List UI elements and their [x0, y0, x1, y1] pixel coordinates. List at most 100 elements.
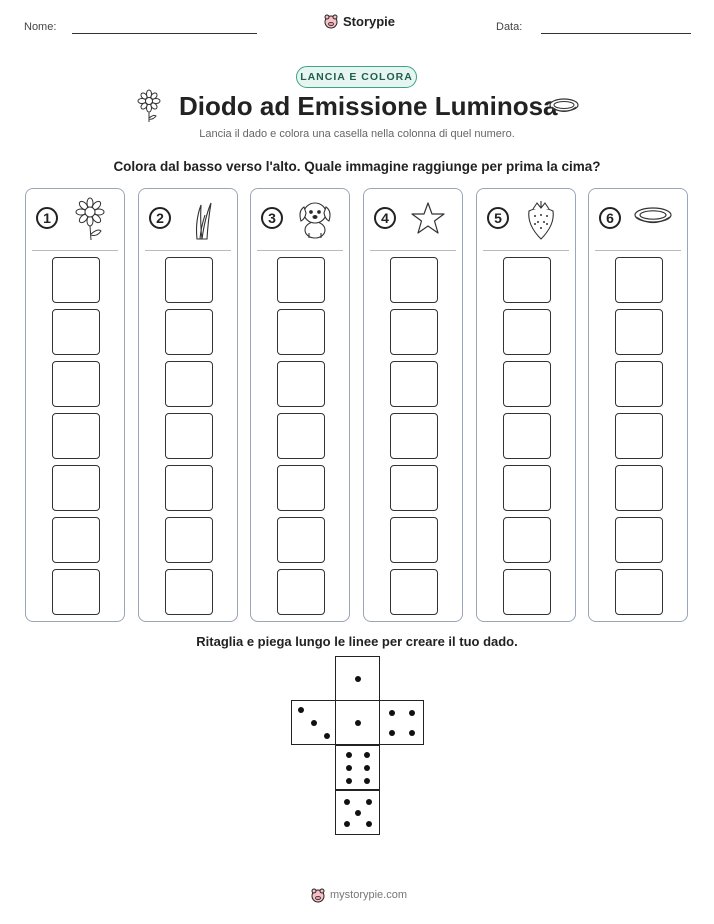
column-divider	[483, 250, 569, 251]
page-subtitle: Lancia il dado e colora una casella nell…	[199, 128, 515, 140]
color-box[interactable]	[277, 465, 325, 511]
color-box[interactable]	[615, 309, 663, 355]
column-divider	[145, 250, 231, 251]
dice-instruction: Ritaglia e piega lungo le linee per crea…	[196, 634, 518, 649]
bowl-icon	[549, 98, 579, 112]
dice-face-6	[335, 745, 380, 790]
color-box[interactable]	[503, 465, 551, 511]
color-box[interactable]	[390, 309, 438, 355]
color-box[interactable]	[52, 517, 100, 563]
color-box[interactable]	[165, 361, 213, 407]
column-divider	[370, 250, 456, 251]
color-box[interactable]	[165, 569, 213, 615]
dice-face-5	[335, 790, 380, 835]
column-number: 6	[599, 207, 621, 229]
color-box[interactable]	[277, 361, 325, 407]
color-box[interactable]	[503, 569, 551, 615]
dice-pip	[346, 752, 352, 759]
grass-icon	[195, 202, 212, 240]
dice-pip	[355, 720, 361, 726]
color-box[interactable]	[165, 517, 213, 563]
color-box[interactable]	[615, 361, 663, 407]
color-box[interactable]	[615, 257, 663, 303]
color-box[interactable]	[503, 517, 551, 563]
color-box[interactable]	[390, 257, 438, 303]
dice-pip	[364, 752, 370, 759]
dice-pip	[346, 765, 352, 771]
storypie-logo: Storypie	[323, 13, 395, 29]
column-divider	[257, 250, 343, 251]
dice-pip	[408, 729, 415, 736]
footer-url: mystorypie.com	[330, 889, 408, 901]
date-label: Data:	[496, 21, 523, 33]
pig-icon	[311, 888, 325, 903]
dice-pip	[355, 810, 361, 816]
date-line[interactable]	[541, 33, 691, 34]
color-box[interactable]	[52, 309, 100, 355]
puppy-icon	[299, 202, 331, 239]
dice-pip	[408, 710, 415, 717]
color-box[interactable]	[277, 569, 325, 615]
color-box[interactable]	[615, 517, 663, 563]
color-box[interactable]	[52, 361, 100, 407]
page-title: Diodo ad Emissione Luminosa	[179, 91, 558, 121]
color-box[interactable]	[390, 517, 438, 563]
dice-pip	[298, 707, 305, 714]
color-box[interactable]	[390, 361, 438, 407]
column-number: 3	[261, 207, 283, 229]
color-box[interactable]	[277, 257, 325, 303]
column-number: 4	[374, 207, 396, 229]
color-box[interactable]	[165, 413, 213, 459]
name-label: Nome:	[24, 21, 57, 33]
star-icon	[411, 202, 445, 234]
dice-pip	[343, 798, 350, 805]
name-line[interactable]	[72, 33, 257, 34]
color-box[interactable]	[615, 569, 663, 615]
pig-icon	[324, 14, 338, 29]
color-box[interactable]	[503, 361, 551, 407]
color-box[interactable]	[277, 517, 325, 563]
color-box[interactable]	[503, 413, 551, 459]
color-box[interactable]	[390, 413, 438, 459]
color-box[interactable]	[390, 569, 438, 615]
dice-pip	[366, 798, 373, 805]
color-box[interactable]	[165, 465, 213, 511]
footer: mystorypie.com	[310, 887, 407, 903]
column-number: 2	[149, 207, 171, 229]
color-box[interactable]	[52, 465, 100, 511]
column-number: 5	[487, 207, 509, 229]
column-6: 6	[588, 188, 688, 622]
dice-pip	[323, 732, 330, 739]
color-box[interactable]	[52, 569, 100, 615]
dice-pip	[389, 710, 396, 717]
column-number: 1	[36, 207, 58, 229]
column-1: 1	[25, 188, 125, 622]
dice-face-1	[335, 656, 380, 701]
color-box[interactable]	[52, 257, 100, 303]
dice-face-1	[335, 700, 380, 745]
flower-icon	[75, 197, 105, 241]
dice-pip	[343, 821, 350, 828]
color-box[interactable]	[52, 413, 100, 459]
dice-pip	[364, 765, 370, 771]
dice-pip	[346, 777, 352, 784]
color-box[interactable]	[165, 257, 213, 303]
column-4: 4	[363, 188, 463, 622]
column-divider	[32, 250, 118, 251]
color-box[interactable]	[503, 257, 551, 303]
color-box[interactable]	[277, 309, 325, 355]
color-box[interactable]	[277, 413, 325, 459]
logo-text: Storypie	[343, 13, 396, 29]
race-instruction: Colora dal basso verso l'alto. Quale imm…	[113, 159, 601, 174]
color-box[interactable]	[615, 413, 663, 459]
color-box[interactable]	[503, 309, 551, 355]
flower-icon	[137, 89, 161, 122]
color-box[interactable]	[615, 465, 663, 511]
bowl-icon	[634, 207, 672, 224]
column-divider	[595, 250, 681, 251]
column-5: 5	[476, 188, 576, 622]
color-box[interactable]	[165, 309, 213, 355]
dice-pip	[311, 720, 317, 726]
dice-pip	[389, 729, 396, 736]
color-box[interactable]	[390, 465, 438, 511]
